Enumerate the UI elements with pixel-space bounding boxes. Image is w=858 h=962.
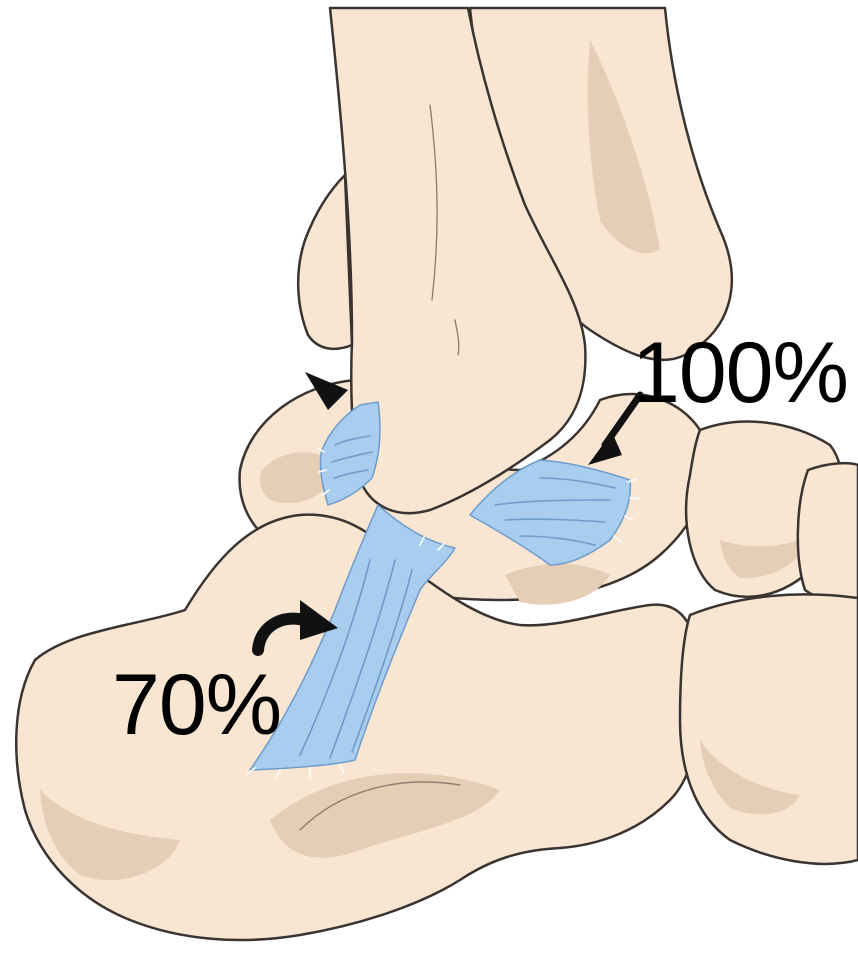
cfl-percent-label: 70% <box>112 662 281 748</box>
atfl-percent-label: 100% <box>632 330 848 416</box>
posterior-talar-process <box>298 175 352 349</box>
cuboid-bone <box>680 594 858 864</box>
cuneiform-bone <box>798 463 858 601</box>
